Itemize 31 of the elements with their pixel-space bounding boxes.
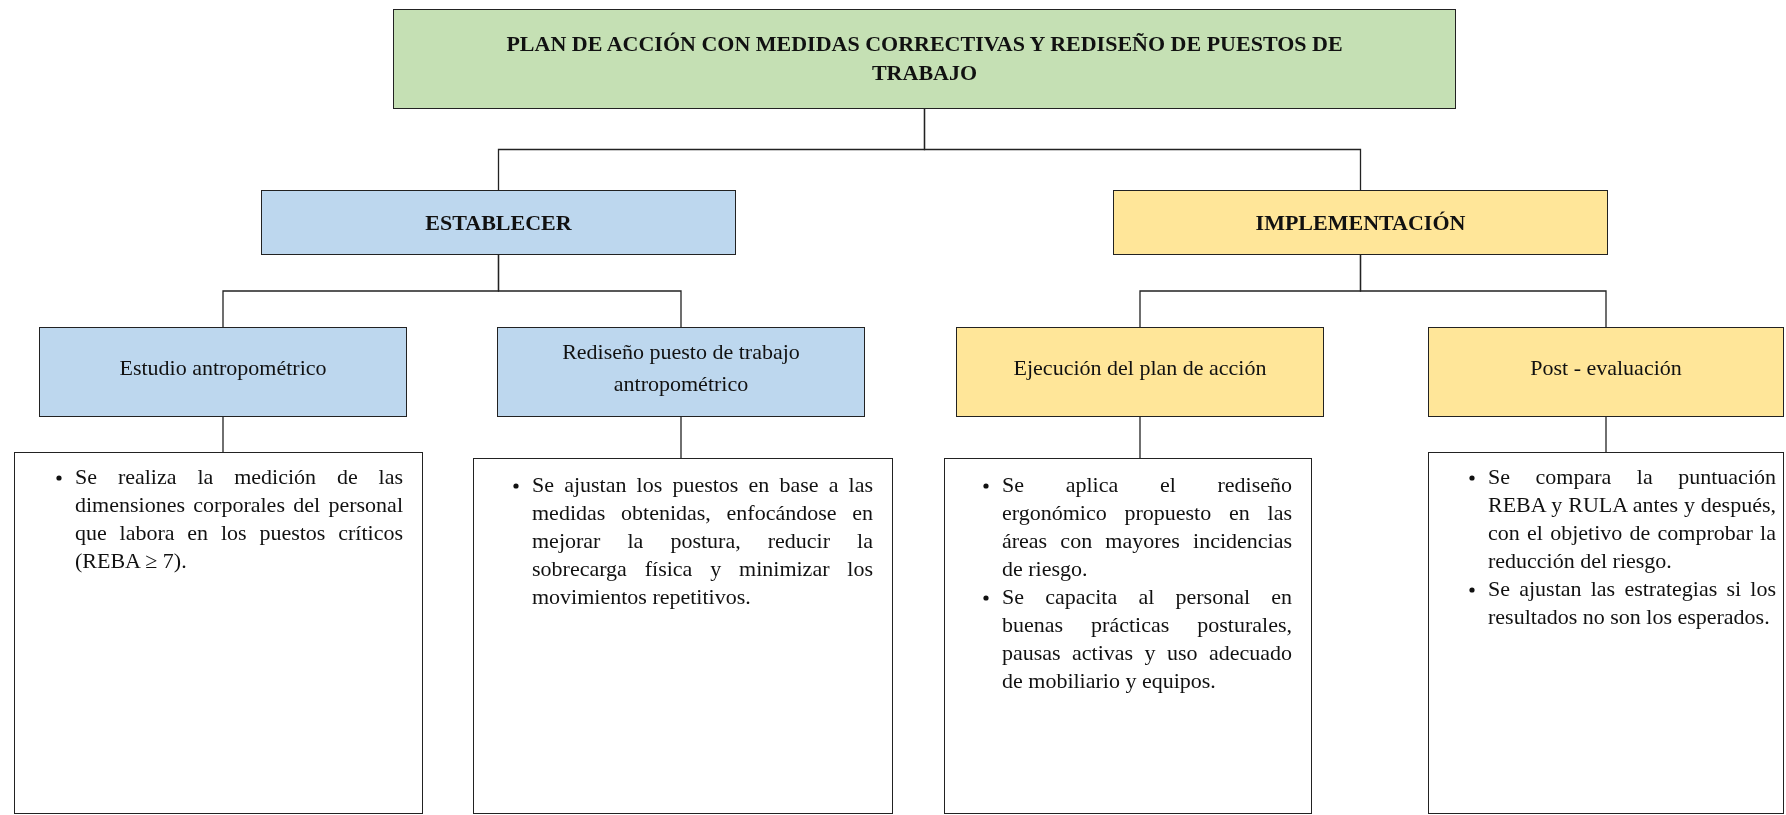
step-box [39,327,407,417]
title-text: PLAN DE ACCIÓN CON MEDIDAS CORRECTIVAS Y REDISEÑO DE PUESTOS DE TRABAJO [505,30,1344,87]
bullet-text: Se capacita al personal en buenas prácticas posturales, pausas activas y uso adecuado de mobiliario y equipos. [1002,582,1292,695]
description-box [944,458,1312,814]
bullet-text: Se ajustan los puestos en base a las medidas obtenidas, enfocándose en mejorar la postura, reducir la sobrecarga física y minimizar los movimientos repetitivos. [532,471,873,611]
node-label: Post - evaluación [1530,354,1682,383]
connector-line [222,416,224,453]
connector-line [1359,254,1607,328]
connector-line [1139,416,1141,459]
connector-line [497,254,682,328]
step-box [1428,327,1784,417]
title-box [393,9,1456,109]
description-box [14,452,423,814]
bullet-text: Se realiza la medición de las dimensiones corporales del personal que labora en los puestos críticos (REBA ≥ 7). [75,463,403,575]
node-label: Rediseño puesto de trabajo antropométrico [561,338,801,398]
connector-line [680,416,682,459]
description-box [473,458,893,814]
step-box [956,327,1324,417]
step-box [497,327,865,417]
connector-line [923,108,1362,191]
node-label: IMPLEMENTACIÓN [1255,209,1466,236]
connector-line [1605,416,1607,453]
category-box [1113,190,1608,255]
category-box [261,190,736,255]
bullet-text: Se ajustan las estrategias si los resultados no son los esperados. [1488,574,1776,631]
bullet-text: Se aplica el rediseño ergonómico propuesto en las áreas con mayores incidencias de riesgo. [1002,471,1292,583]
description-box [1428,452,1784,814]
node-label: Estudio antropométrico [119,354,327,383]
node-label: ESTABLECER [425,209,572,236]
bullet-text: Se compara la puntuación REBA y RULA antes y después, con el objetivo de comprobar la reducción del riesgo. [1488,463,1776,575]
node-label: Ejecución del plan de acción [1013,354,1267,383]
